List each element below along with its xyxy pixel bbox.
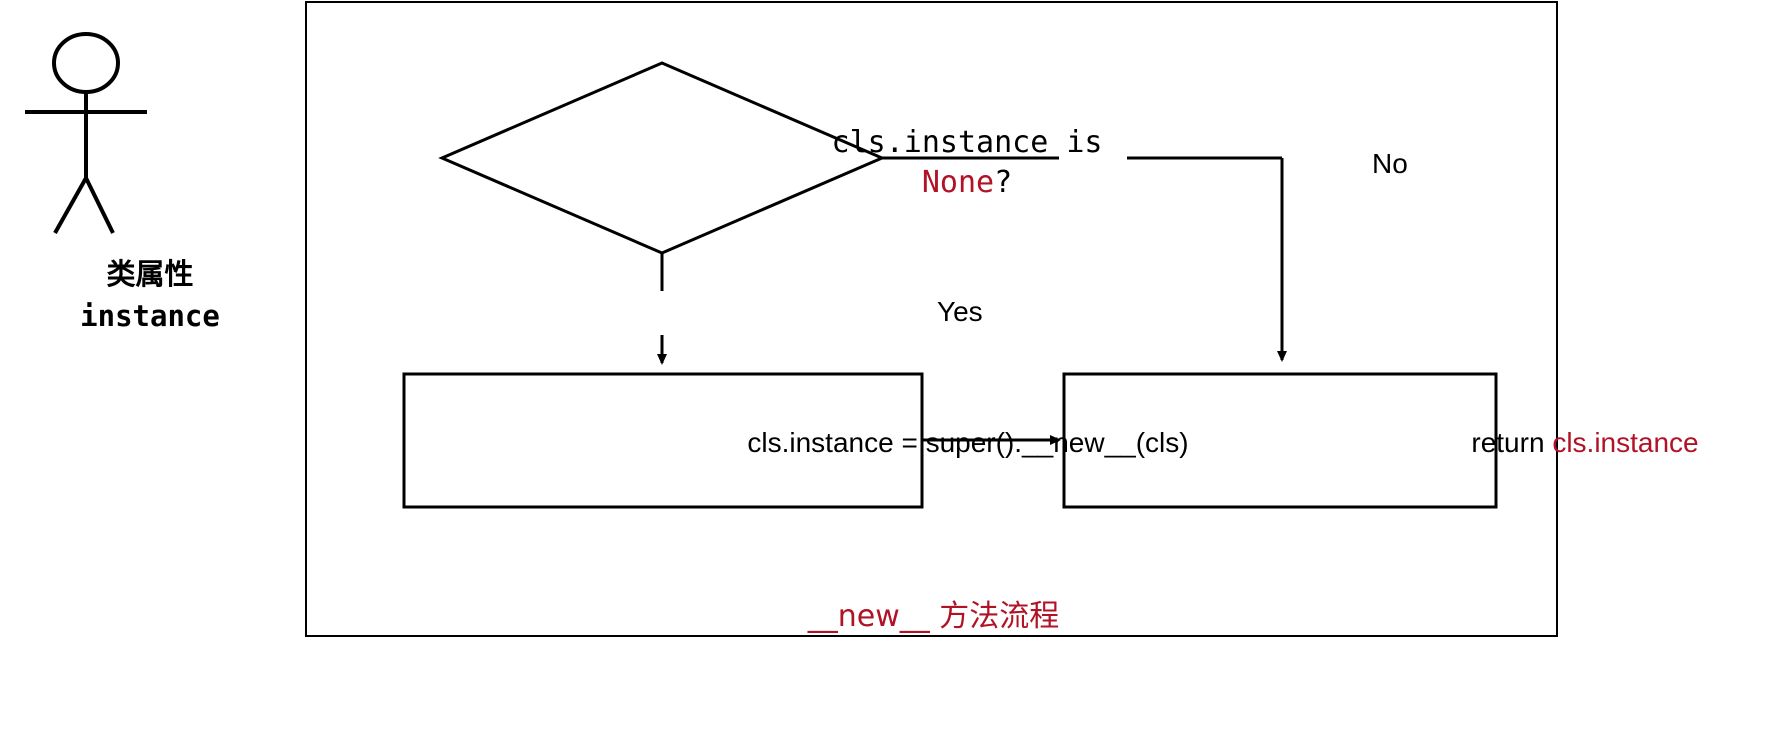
actor-label-instance: instance xyxy=(80,299,220,333)
flowchart-shapes xyxy=(402,61,1498,509)
edge-label-yes: Yes xyxy=(937,296,983,327)
caption-text: 方法流程 xyxy=(929,599,1060,634)
actor-group: 类属性 instance xyxy=(0,0,300,400)
actor-label-class-attribute: 类属性 xyxy=(106,257,194,291)
edge-label-no: No xyxy=(1372,148,1408,179)
return-box xyxy=(1062,372,1498,509)
caption-code: __new__ xyxy=(807,599,930,634)
process-box xyxy=(402,372,924,509)
flowchart-panel: cls.instance is None? No Yes cls.instanc… xyxy=(305,1,1699,637)
return-value: cls.instance xyxy=(1552,427,1699,458)
diagram-caption: __new__ 方法流程 xyxy=(307,591,1560,635)
stick-figure-icon xyxy=(25,32,147,234)
decision-diamond xyxy=(438,61,886,255)
